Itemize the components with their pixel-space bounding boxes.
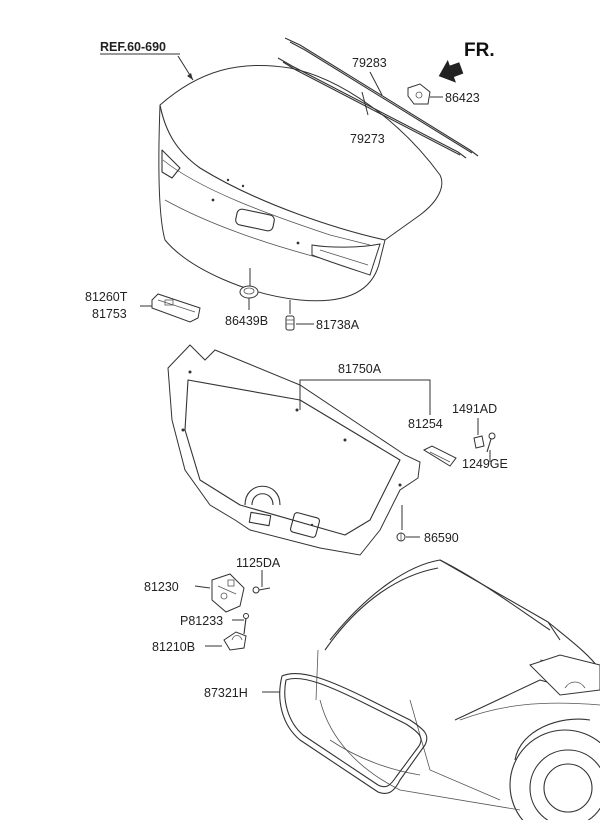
label-81210B: 81210B — [152, 640, 195, 654]
screw-1249GE — [486, 432, 496, 453]
label-86423: 86423 — [445, 91, 480, 105]
latch-81230 — [211, 573, 245, 613]
label-81738A: 81738A — [316, 318, 360, 332]
fastener-86590 — [396, 532, 406, 542]
ref-label: REF.60-690 — [100, 40, 166, 54]
trunk-lid — [158, 64, 443, 302]
label-81750A: 81750A — [338, 362, 382, 376]
label-87321H: 87321H — [204, 686, 248, 700]
license-lamp — [151, 293, 201, 323]
striker-81210B — [223, 613, 249, 651]
clip-86423 — [407, 83, 431, 105]
label-81753: 81753 — [92, 307, 127, 321]
weatherstrip-87321H — [279, 672, 428, 795]
label-79273: 79273 — [350, 132, 385, 146]
front-direction-arrow-icon — [438, 60, 464, 83]
label-1125DA: 1125DA — [236, 556, 281, 570]
label-81260T: 81260T — [85, 290, 128, 304]
bumper-stop-81738A — [285, 315, 295, 331]
label-81254: 81254 — [408, 417, 443, 431]
label-1491AD: 1491AD — [452, 402, 497, 416]
label-81230: 81230 — [144, 580, 179, 594]
bolt-1125DA — [252, 586, 271, 594]
label-86439B: 86439B — [225, 314, 268, 328]
direction-label: FR. — [464, 40, 495, 61]
label-79283: 79283 — [352, 56, 387, 70]
emblem-86439B — [239, 285, 259, 299]
trunk-trim-panel — [167, 344, 421, 556]
clip-1491AD — [473, 435, 485, 449]
label-P81233: P81233 — [180, 614, 223, 628]
trunk-seal-strips — [277, 37, 479, 159]
car-body-rear — [315, 559, 600, 820]
label-86590: 86590 — [424, 531, 459, 545]
pull-handle-81254 — [422, 445, 457, 467]
label-1249GE: 1249GE — [462, 457, 508, 471]
